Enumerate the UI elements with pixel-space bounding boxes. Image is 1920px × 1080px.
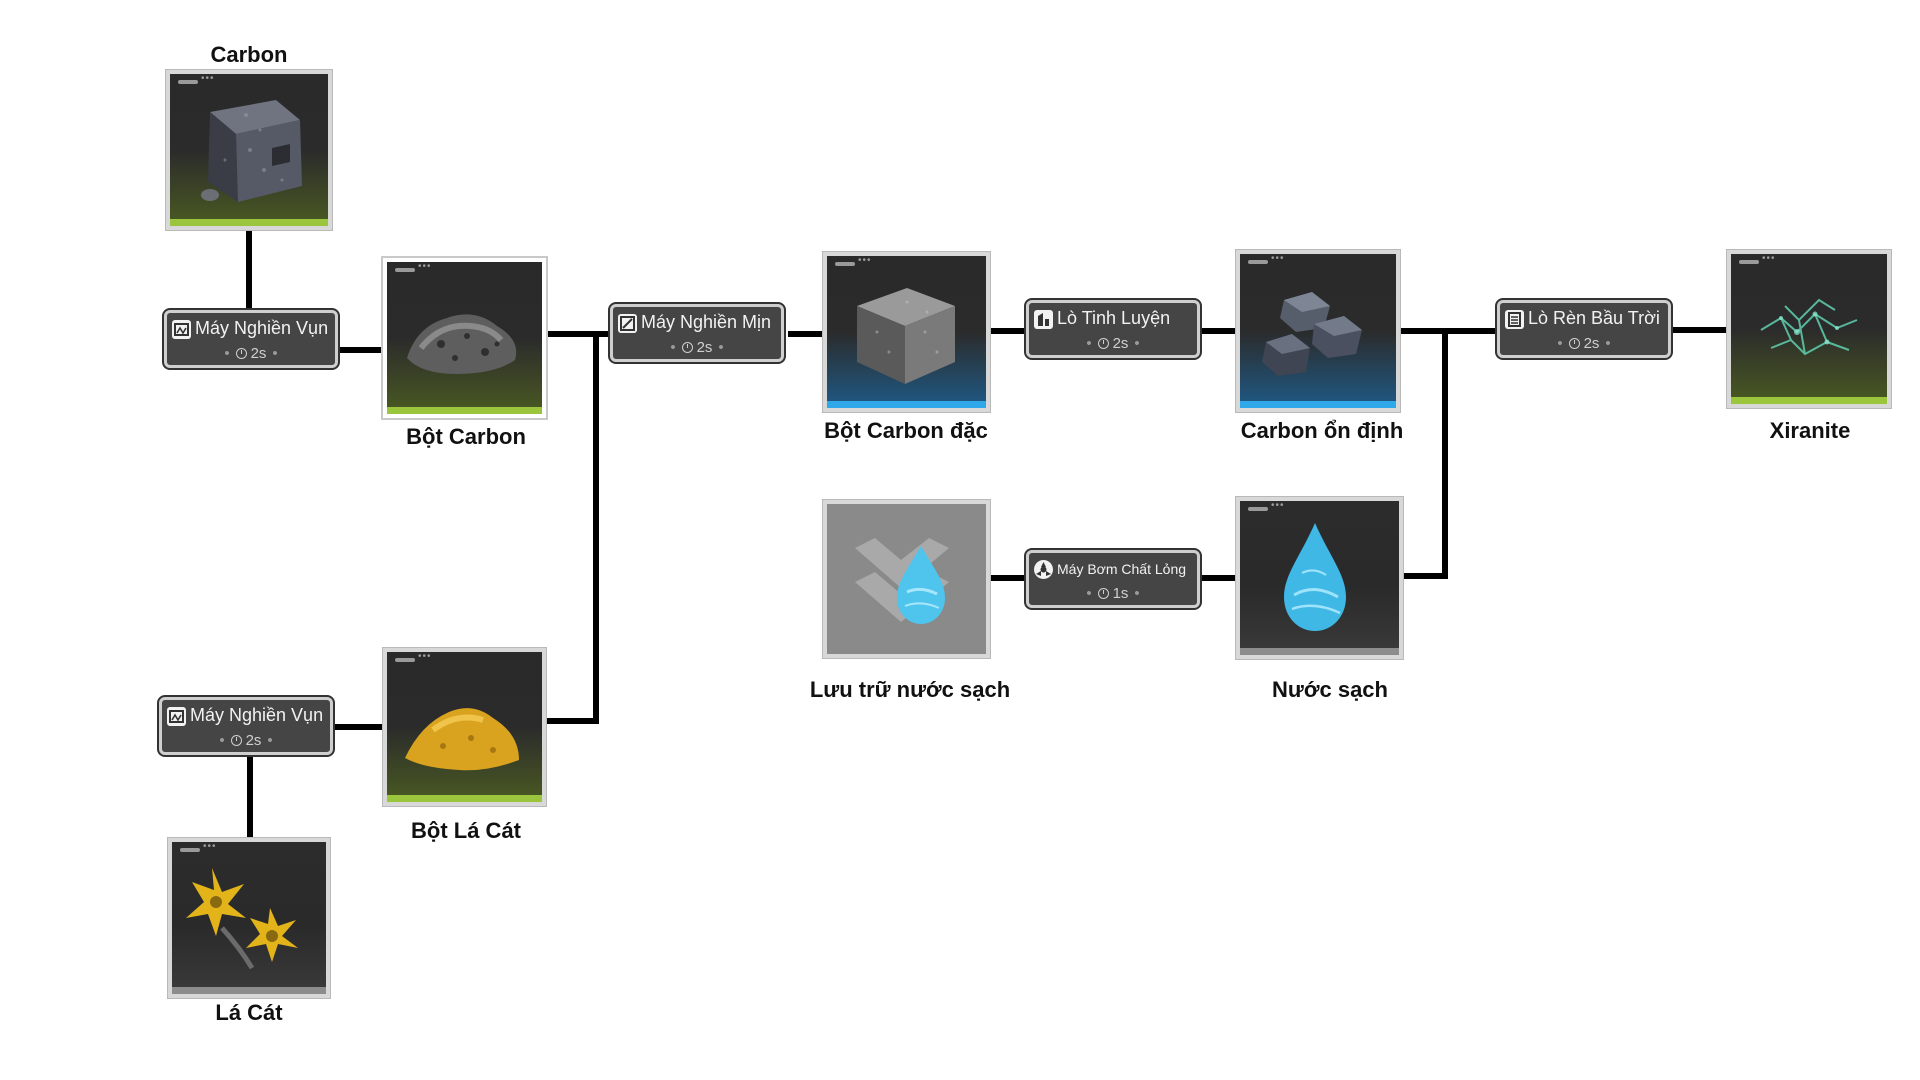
item-label-la-cat: Lá Cát <box>215 1000 283 1025</box>
machine-lo-ren-bau-troi[interactable]: Lò Rèn Bầu Trời •2s• <box>1497 300 1671 358</box>
crusher-icon <box>172 320 191 339</box>
item-la-cat[interactable] <box>168 838 330 998</box>
machine-may-nghien-vun-bottom[interactable]: Máy Nghiền Vụn •2s• <box>159 697 333 755</box>
rarity-bar <box>170 219 328 226</box>
dense-carbon-cube-icon <box>857 288 955 384</box>
crusher-icon <box>167 707 186 726</box>
rarity-bar <box>827 401 986 408</box>
clock-icon <box>1568 338 1580 349</box>
item-label-carbon: Carbon <box>210 42 288 67</box>
carbon-cube-icon <box>201 100 302 202</box>
clock-icon <box>230 735 242 746</box>
machine-duration: •2s• <box>224 345 278 362</box>
rarity-tag <box>835 256 879 267</box>
item-bot-carbon-dac[interactable] <box>823 252 990 412</box>
item-label-xiranite: Xiranite <box>1769 418 1851 443</box>
machine-duration: •2s• <box>1557 335 1611 352</box>
machine-name: Máy Nghiền Mịn <box>641 312 772 332</box>
machine-name: Lò Rèn Bầu Trời <box>1528 308 1660 328</box>
item-label-bot-carbon: Bột Carbon <box>406 424 526 449</box>
machine-duration: •2s• <box>670 339 724 356</box>
item-carbon[interactable] <box>166 70 332 230</box>
rarity-tag <box>180 842 224 853</box>
liquid-pump-icon <box>1034 560 1053 579</box>
machine-name: Máy Nghiền Vụn <box>195 318 329 338</box>
clock-icon <box>681 342 693 353</box>
item-label-carbon-on-dinh: Carbon ổn định <box>1240 418 1404 443</box>
grinder-icon <box>618 314 637 333</box>
rarity-tag <box>1248 254 1292 265</box>
item-carbon-on-dinh[interactable] <box>1236 250 1400 412</box>
carbon-powder-icon <box>407 314 517 374</box>
water-storage-icon <box>855 538 949 624</box>
machine-name: Máy Nghiền Vụn <box>190 705 324 725</box>
item-xiranite[interactable] <box>1727 250 1891 408</box>
rarity-tag <box>1739 254 1783 265</box>
item-label-bot-carbon-dac: Bột Carbon đặc <box>824 418 988 443</box>
machine-duration: •2s• <box>219 732 273 749</box>
clock-icon <box>235 348 247 359</box>
sandleaf-plant-icon <box>186 868 298 970</box>
machine-may-nghien-vun-top[interactable]: Máy Nghiền Vụn •2s• <box>164 310 338 368</box>
rarity-bar <box>1240 401 1396 408</box>
rarity-tag <box>395 652 439 663</box>
machine-name: Lò Tinh Luyện <box>1057 308 1171 328</box>
machine-duration: •2s• <box>1086 335 1140 352</box>
item-bot-carbon[interactable] <box>383 258 546 418</box>
xiranite-crystal-icon <box>1760 298 1858 356</box>
rarity-bar <box>172 987 326 994</box>
item-label-bot-la-cat: Bột Lá Cát <box>411 818 521 843</box>
rarity-tag <box>1248 501 1292 512</box>
item-label-luu-tru-nuoc-sach: Lưu trữ nước sạch <box>809 677 1011 702</box>
sand-powder-icon <box>405 708 519 771</box>
item-luu-tru-nuoc-sach[interactable] <box>823 500 990 658</box>
stable-carbon-hexagon-icon <box>1262 292 1362 376</box>
item-bot-la-cat[interactable] <box>383 648 546 806</box>
clock-icon <box>1097 588 1109 599</box>
clock-icon <box>1097 338 1109 349</box>
sky-forge-icon <box>1505 310 1524 329</box>
rarity-bar <box>387 407 542 414</box>
water-drop-icon <box>1284 523 1346 631</box>
rarity-bar <box>1731 397 1887 404</box>
item-label-nuoc-sach: Nước sạch <box>1272 677 1388 702</box>
rarity-tag <box>178 74 222 85</box>
rarity-bar <box>1240 648 1399 655</box>
machine-name: Máy Bơm Chất Lỏng <box>1057 561 1187 577</box>
machine-may-nghien-min[interactable]: Máy Nghiền Mịn •2s• <box>610 304 784 362</box>
machine-duration: •1s• <box>1086 585 1140 602</box>
rarity-bar <box>387 795 542 802</box>
rarity-tag <box>395 262 439 273</box>
refinery-icon <box>1034 310 1053 329</box>
machine-may-bom-chat-long[interactable]: Máy Bơm Chất Lỏng •1s• <box>1026 550 1200 608</box>
item-nuoc-sach[interactable] <box>1236 497 1403 659</box>
machine-lo-tinh-luyen[interactable]: Lò Tinh Luyện •2s• <box>1026 300 1200 358</box>
